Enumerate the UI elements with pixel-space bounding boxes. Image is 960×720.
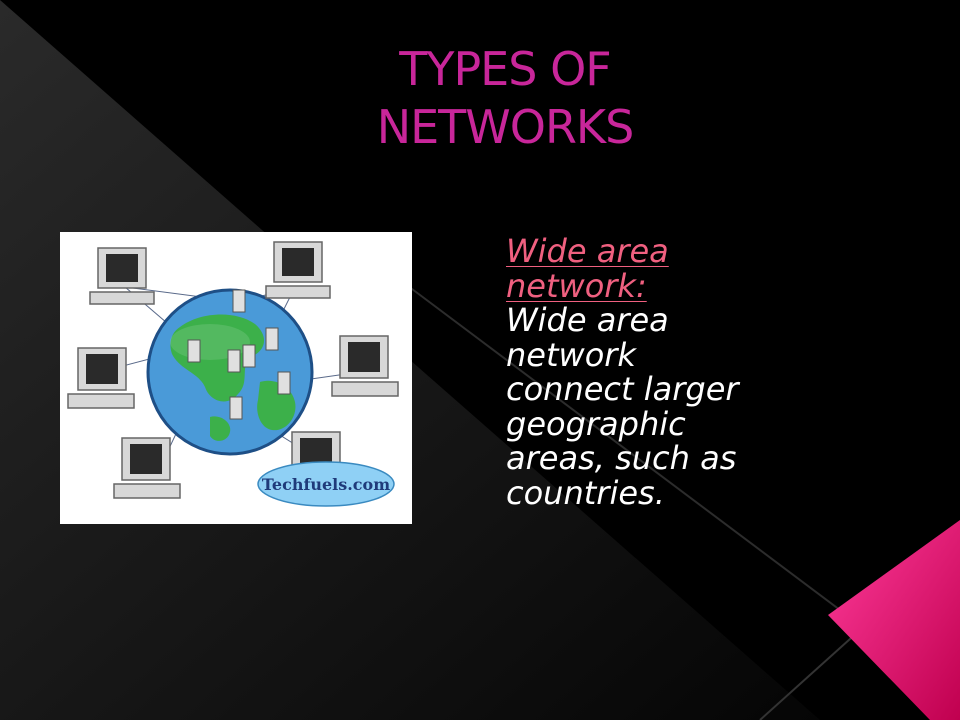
description-line-5: areas, such as (506, 439, 737, 477)
computer-icon (89, 247, 155, 305)
slide-title: TYPES OF NETWORKS (300, 40, 710, 156)
wan-diagram: Techfuels.com (67, 241, 399, 507)
wan-description: Wide area network connect larger geograp… (506, 303, 806, 510)
description-line-3: connect larger (506, 370, 739, 408)
description-line-1: Wide area (506, 301, 669, 339)
pink-corner-accent (828, 520, 960, 720)
techfuels-badge: Techfuels.com (257, 461, 395, 507)
wan-subheading-link[interactable]: Wide area network: (506, 234, 806, 303)
subheading-line-2: network: (506, 266, 647, 305)
title-line-2: NETWORKS (376, 100, 635, 154)
content-text: Wide area network: Wide area network con… (506, 234, 806, 510)
description-line-4: geographic (506, 404, 686, 443)
server-icons (187, 289, 291, 420)
computer-icon (265, 241, 331, 299)
description-line-6: countries. (506, 473, 665, 512)
computer-icon (331, 335, 399, 397)
badge-text: Techfuels.com (262, 475, 390, 494)
subheading-line-1: Wide area (506, 232, 669, 270)
description-line-2: network (506, 335, 636, 374)
computer-icons (67, 241, 399, 499)
computer-icon (67, 347, 135, 409)
network-illustration: Techfuels.com (60, 232, 412, 524)
computer-icon (113, 437, 181, 499)
title-line-1: TYPES OF (399, 42, 612, 96)
